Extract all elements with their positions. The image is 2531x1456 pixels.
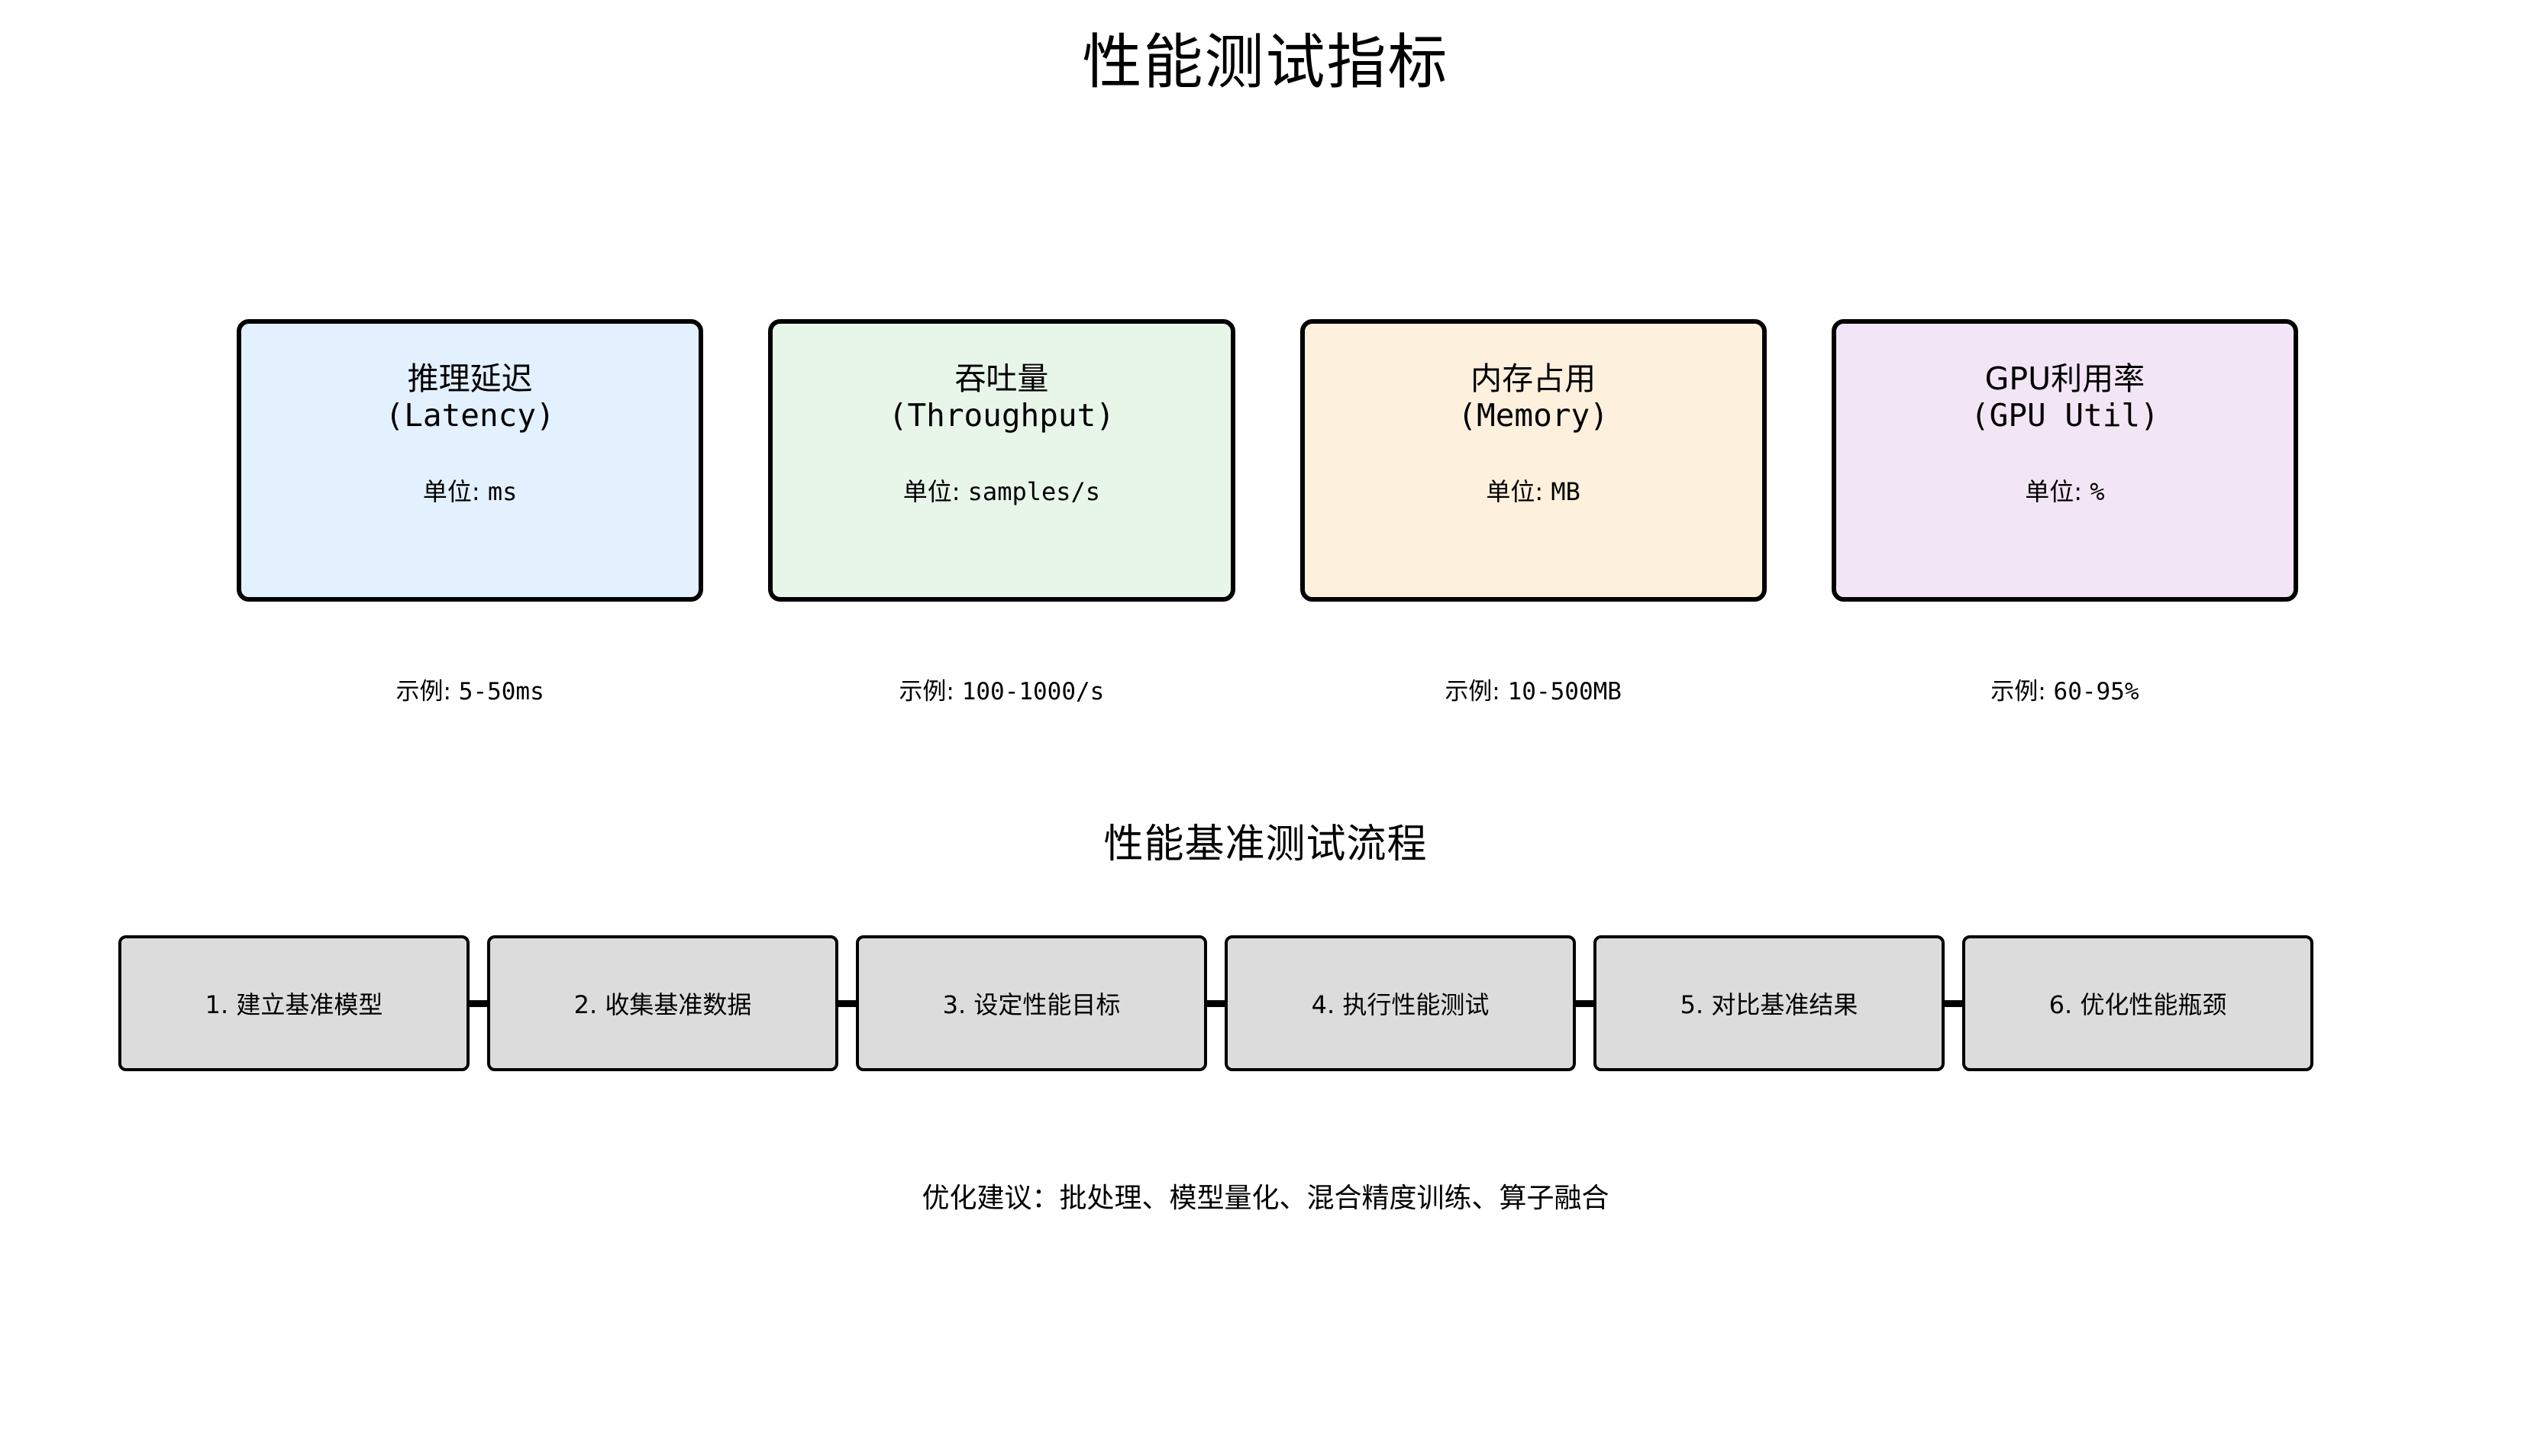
metric-example-label: 示例: <box>1445 678 1508 705</box>
metric-unit-value: % <box>2090 476 2105 506</box>
flow-connector-icon <box>1207 999 1225 1007</box>
metric-example-latency: 示例: 5-50ms <box>237 672 703 706</box>
page-title: 性能测试指标 <box>1082 28 1449 97</box>
metric-card-name: GPU利用率 <box>1984 360 2145 397</box>
metric-example-label: 示例: <box>1990 678 2054 705</box>
flow-steps-row: 1. 建立基准模型 2. 收集基准数据 3. 设定性能目标 4. 执行性能测试 … <box>118 935 2313 1071</box>
metric-card-name: 推理延迟 <box>407 360 533 397</box>
metric-card-unit: 单位: samples/s <box>903 473 1100 508</box>
metric-card-name-en: (Throughput) <box>888 397 1115 434</box>
metric-example-value: 10-500MB <box>1507 678 1622 705</box>
metric-unit-label: 单位: <box>422 476 488 506</box>
flow-step-3: 3. 设定性能目标 <box>856 935 1207 1071</box>
metric-unit-value: ms <box>487 476 518 506</box>
metric-examples-row: 示例: 5-50ms 示例: 100-1000/s 示例: 10-500MB 示… <box>237 672 2298 706</box>
flow-step-1: 1. 建立基准模型 <box>118 935 470 1071</box>
metric-card-name-en: (Memory) <box>1458 397 1609 434</box>
flow-connector-icon <box>838 999 856 1007</box>
metric-example-memory: 示例: 10-500MB <box>1300 672 1767 706</box>
metric-unit-label: 单位: <box>2025 476 2090 506</box>
metric-card-gpu-util: GPU利用率 (GPU Util) 单位: % <box>1831 319 2298 602</box>
metric-unit-value: samples/s <box>967 476 1101 506</box>
metric-card-name: 吞吐量 <box>954 360 1049 397</box>
metric-card-unit: 单位: MB <box>1486 473 1580 508</box>
metric-example-gpu-util: 示例: 60-95% <box>1832 672 2298 706</box>
metric-cards-row: 推理延迟 (Latency) 单位: ms 吞吐量 (Throughput) 单… <box>237 319 2298 609</box>
metric-card-unit: 单位: % <box>2025 473 2104 508</box>
metric-unit-label: 单位: <box>902 476 968 506</box>
flow-connector-icon <box>1576 999 1593 1007</box>
flow-connector-icon <box>470 999 487 1007</box>
metric-card-name-en: (GPU Util) <box>1970 397 2159 434</box>
optimization-note: 优化建议：批处理、模型量化、混合精度训练、算子融合 <box>922 1183 1609 1214</box>
metric-card-unit: 单位: ms <box>423 473 518 508</box>
metric-example-value: 5-50ms <box>458 678 544 705</box>
flow-step-4: 4. 执行性能测试 <box>1225 935 1576 1071</box>
flow-section-title: 性能基准测试流程 <box>1103 822 1428 867</box>
metric-card-throughput: 吞吐量 (Throughput) 单位: samples/s <box>768 319 1235 602</box>
metric-card-name: 内存占用 <box>1470 360 1596 397</box>
metric-example-label: 示例: <box>395 678 459 705</box>
metric-example-value: 100-1000/s <box>961 678 1105 705</box>
flow-step-6: 6. 优化性能瓶颈 <box>1962 935 2313 1071</box>
metric-unit-label: 单位: <box>1486 476 1551 506</box>
metric-card-latency: 推理延迟 (Latency) 单位: ms <box>237 319 704 602</box>
metric-example-value: 60-95% <box>2053 678 2139 705</box>
flow-step-2: 2. 收集基准数据 <box>487 935 838 1071</box>
metric-card-name-en: (Latency) <box>385 397 555 434</box>
metric-example-throughput: 示例: 100-1000/s <box>768 672 1235 706</box>
metric-unit-value: MB <box>1551 476 1580 506</box>
metric-example-label: 示例: <box>899 678 962 705</box>
metric-card-memory: 内存占用 (Memory) 单位: MB <box>1299 319 1767 602</box>
flow-connector-icon <box>1945 999 1962 1007</box>
flow-step-5: 5. 对比基准结果 <box>1593 935 1945 1071</box>
